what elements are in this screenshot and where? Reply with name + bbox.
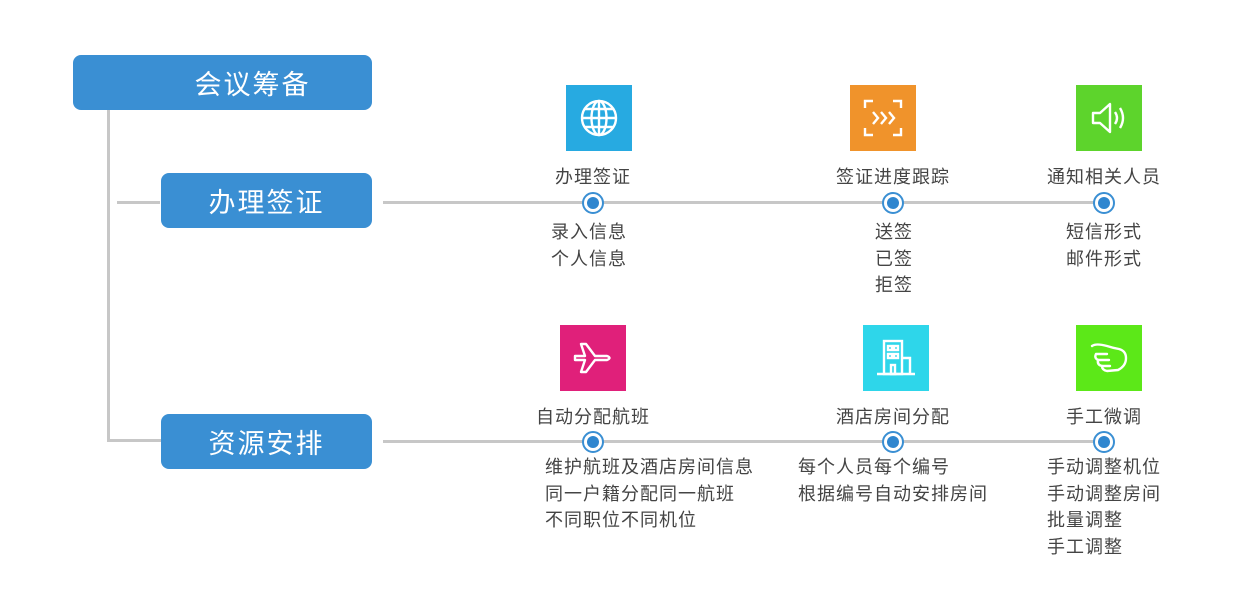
- step-details: 送签 已签 拒签: [875, 220, 913, 300]
- detail-item: 同一户籍分配同一航班: [545, 483, 735, 505]
- building-icon: [863, 325, 929, 391]
- detail-item: 手动调整房间: [1047, 483, 1161, 505]
- detail-item: 每个人员每个编号: [798, 457, 950, 478]
- step-title: 酒店房间分配: [836, 407, 950, 428]
- timeline-node: [1093, 431, 1115, 453]
- step-details: 手动调整机位 手动调整房间 批量调整 手工调整: [1047, 455, 1161, 561]
- step-title: 签证进度跟踪: [836, 167, 950, 188]
- detail-item: 根据编号自动安排房间: [798, 483, 988, 505]
- timeline-line-resources: [383, 440, 1105, 443]
- scan-arrows-icon: [850, 85, 916, 151]
- step-title: 办理签证: [555, 167, 631, 188]
- step-title: 通知相关人员: [1047, 167, 1161, 188]
- branch-connector-visa: [117, 201, 160, 204]
- timeline-node: [882, 431, 904, 453]
- step-title: 自动分配航班: [536, 407, 650, 428]
- detail-item: 短信形式: [1066, 222, 1142, 243]
- timeline-node: [582, 431, 604, 453]
- timeline-node: [582, 192, 604, 214]
- branch-connector-resources: [107, 439, 161, 442]
- detail-item: 批量调整: [1047, 510, 1123, 531]
- speaker-icon: [1076, 85, 1142, 151]
- step-details: 维护航班及酒店房间信息 同一户籍分配同一航班 不同职位不同机位: [545, 455, 754, 535]
- globe-icon: [566, 85, 632, 151]
- step-details: 录入信息 个人信息: [551, 220, 627, 273]
- detail-item: 维护航班及酒店房间信息: [545, 457, 754, 478]
- detail-item: 录入信息: [551, 222, 627, 243]
- detail-item: 手动调整机位: [1047, 457, 1161, 478]
- step-details: 每个人员每个编号 根据编号自动安排房间: [798, 455, 988, 508]
- detail-item: 已签: [875, 248, 913, 270]
- detail-item: 不同职位不同机位: [545, 510, 697, 531]
- detail-item: 送签: [875, 222, 913, 243]
- branch-node-resources: 资源安排: [161, 414, 372, 469]
- hand-pointer-icon: [1076, 325, 1142, 391]
- airplane-icon: [560, 325, 626, 391]
- root-node: 会议筹备: [73, 55, 372, 110]
- tree-trunk-line: [107, 109, 110, 441]
- detail-item: 邮件形式: [1066, 248, 1142, 270]
- timeline-node: [882, 192, 904, 214]
- detail-item: 拒签: [875, 275, 913, 296]
- step-title: 手工微调: [1066, 407, 1142, 428]
- detail-item: 个人信息: [551, 248, 627, 270]
- detail-item: 手工调整: [1047, 536, 1123, 558]
- branch-node-visa: 办理签证: [161, 173, 372, 228]
- step-details: 短信形式 邮件形式: [1066, 220, 1142, 273]
- timeline-node: [1093, 192, 1115, 214]
- timeline-line-visa: [383, 201, 1105, 204]
